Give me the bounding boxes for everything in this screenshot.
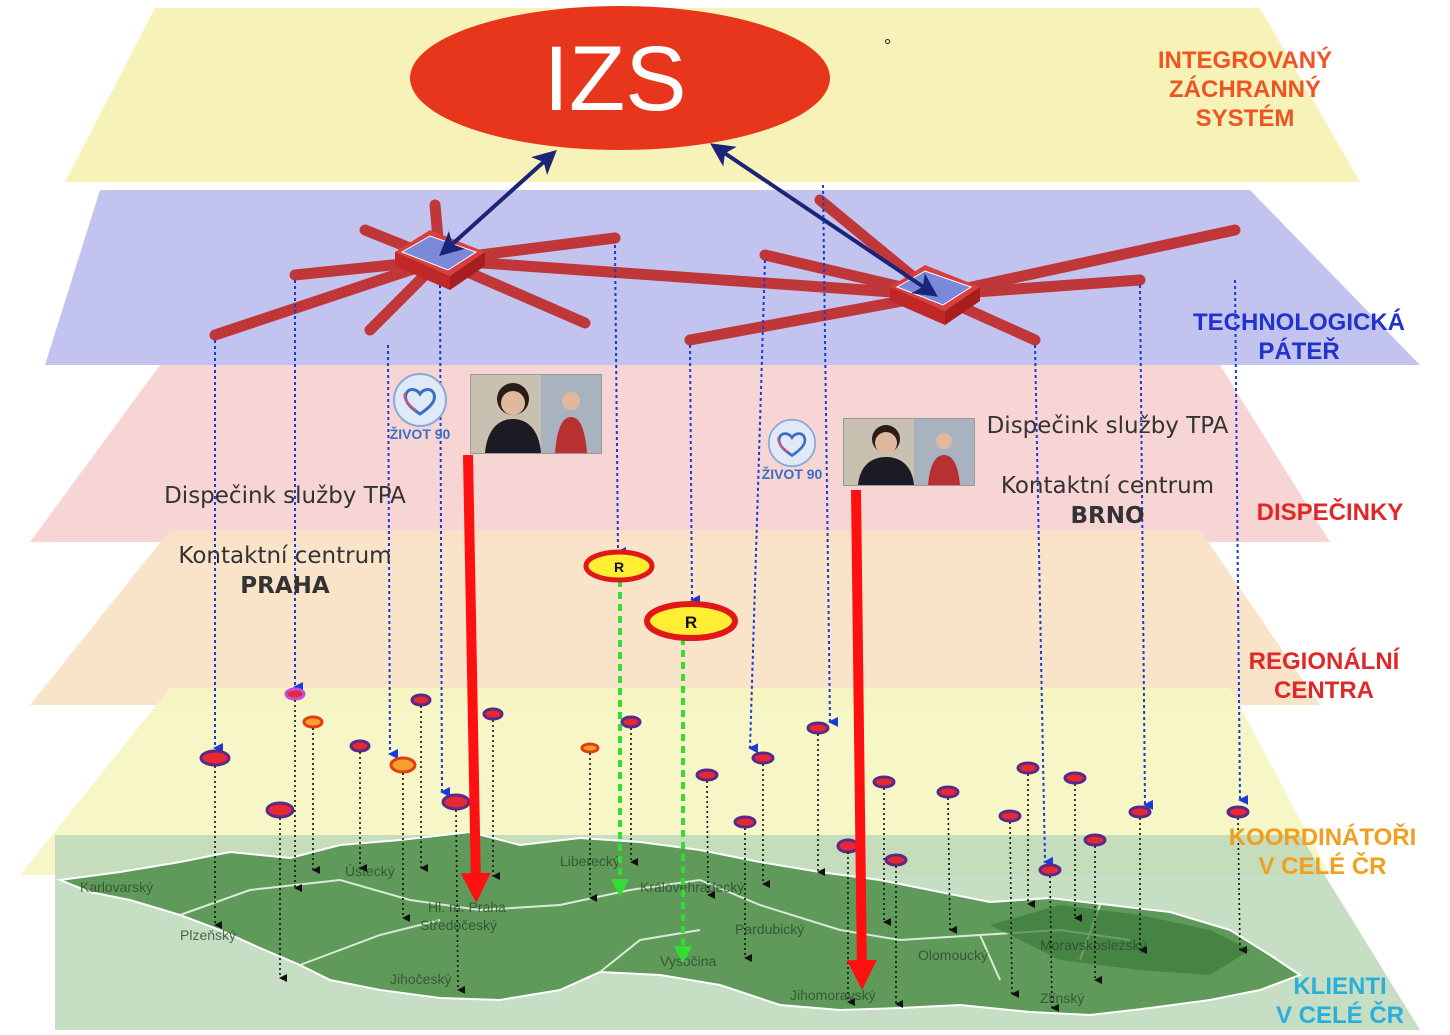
regional-center-label: R (685, 613, 697, 632)
zivot90-badge-praha: ŽIVOT 90 (376, 372, 464, 452)
degree-mark: ° (884, 36, 891, 56)
backbone-dotted-arrows (213, 184, 1249, 867)
region-label: Pardubický (735, 921, 804, 937)
coordinator-markers (199, 687, 1250, 877)
layer-label-regional: REGIONÁLNÍ CENTRA (1248, 648, 1400, 704)
region-label: Jihomoravský (790, 987, 876, 1003)
heart-logo-icon (767, 418, 817, 468)
dispatch-center-brno: Dispečink služby TPA Kontaktní centrum B… (940, 381, 1275, 561)
izs-label: IZS (543, 28, 686, 130)
badge-label: ŽIVOT 90 (761, 466, 823, 482)
region-label: Ústecký (345, 863, 395, 879)
region-label: Plzeňský (180, 927, 236, 943)
regional-center-label: R (614, 559, 624, 575)
dispatch-city: BRNO (1070, 503, 1145, 529)
region-label: Moravskoslezský (1040, 937, 1147, 953)
region-label: Královéhradecký (640, 879, 744, 895)
region-label: Olomoucký (918, 947, 988, 963)
region-labels: Karlovarský Plzeňský Ústecký Liberecký H… (80, 853, 1147, 1006)
layer-label-coordinators: KOORDINÁTOŘI V CELÉ ČR (1228, 824, 1417, 880)
izs-ellipse (410, 6, 830, 150)
region-label: Zlínský (1040, 990, 1084, 1006)
dispatch-line1: Dispečink služby TPA (164, 483, 406, 509)
dispatch-line2: Kontaktní centrum (1000, 473, 1215, 499)
layer-plane-coordinators (20, 688, 1330, 875)
layer-label-dispatch: DISPEČINKY (1256, 499, 1404, 526)
region-label: Karlovarský (80, 879, 153, 895)
region-label: Hl. m. Praha (428, 899, 506, 915)
operator-photo-praha (470, 374, 602, 454)
region-label: Středočeský (420, 917, 497, 933)
region-label: Vysočina (660, 953, 717, 969)
region-label: Liberecký (560, 853, 620, 869)
red-arrow-praha (460, 454, 491, 903)
region-label: Jihočeský (390, 971, 451, 987)
dispatch-line1: Dispečink služby TPA (986, 413, 1229, 439)
regional-center-marker: R (583, 549, 655, 583)
zivot90-badge-brno: ŽIVOT 90 (748, 418, 836, 488)
layer-label-backbone: TECHNOLOGICKÁ PÁTEŘ (1193, 309, 1405, 365)
red-arrow-brno (846, 489, 877, 990)
layer-label-clients: KLIENTI V CELÉ ČR (1275, 973, 1404, 1029)
dispatch-city: PRAHA (240, 573, 330, 599)
dispatch-center-praha: Dispečink služby TPA Kontaktní centrum P… (120, 451, 450, 631)
izs-link-arrow-brno (710, 143, 938, 297)
operator-photo-brno (843, 418, 975, 486)
coordinator-dotted-arrows (214, 700, 1248, 1012)
layer-plane-dispatch (30, 365, 1330, 542)
dispatch-line2: Kontaktní centrum (178, 543, 392, 569)
heart-logo-icon (393, 373, 447, 427)
cz-map (56, 830, 1303, 1017)
badge-label: ŽIVOT 90 (389, 426, 451, 442)
regional-center-marker: R (644, 601, 738, 641)
izs-link-arrow-praha (439, 149, 557, 257)
cz-map-region-shade (990, 905, 1250, 975)
layer-label-izs: INTEGROVANÝ ZÁCHRANNÝ SYSTÉM (1157, 47, 1333, 132)
